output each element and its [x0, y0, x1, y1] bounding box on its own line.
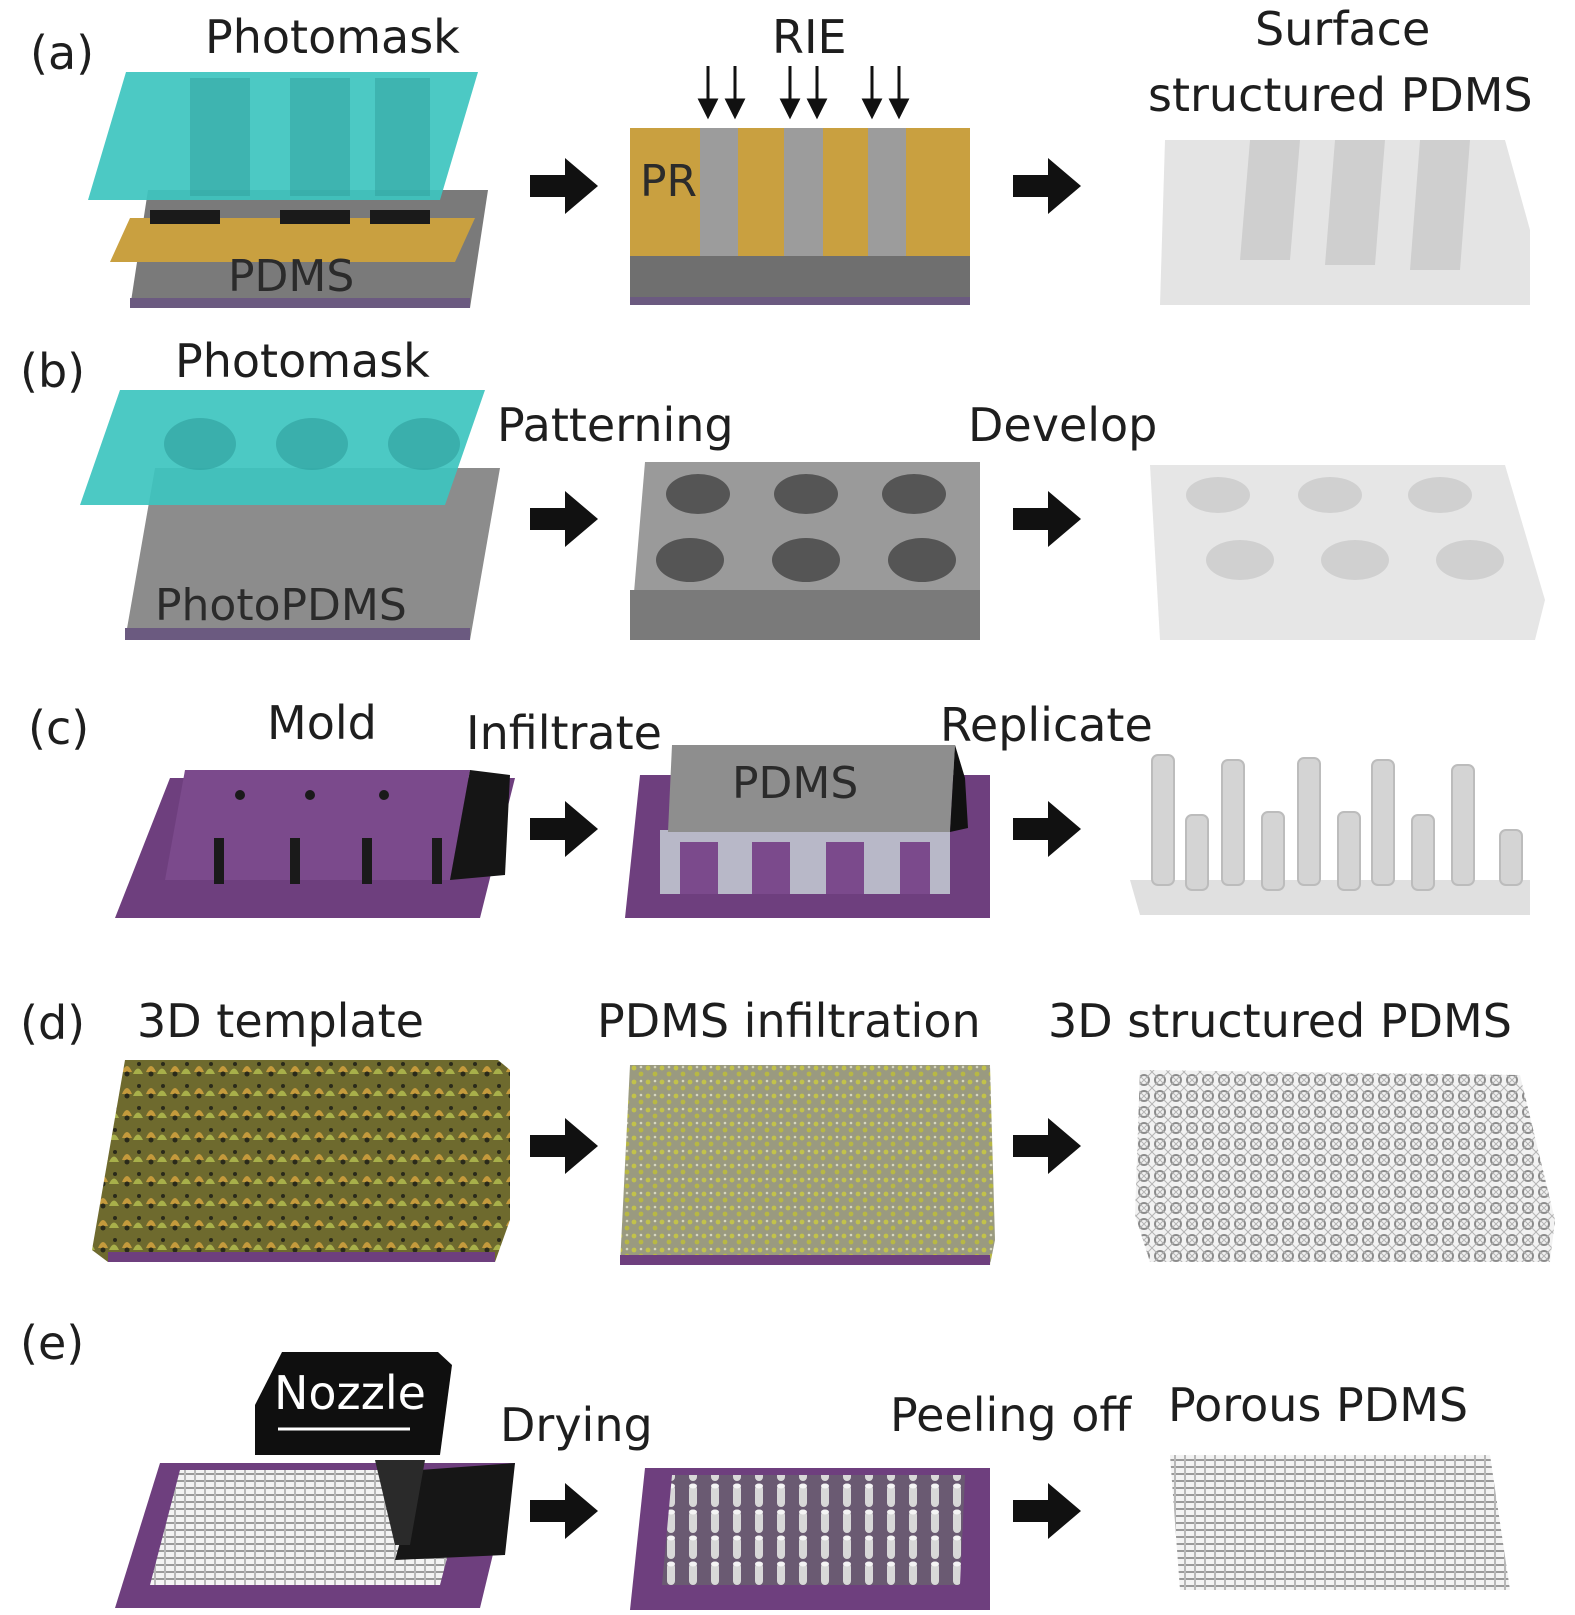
label-nozzle: Nozzle — [274, 1366, 426, 1420]
photopdms-layer — [125, 468, 500, 640]
hole-b4 — [1206, 540, 1274, 580]
infiltration-substrate — [620, 1255, 990, 1265]
pdms-infiltration-block — [620, 1065, 995, 1265]
label-mold: Mold — [267, 696, 377, 750]
label-3d-structured-pdms: 3D structured PDMS — [1048, 994, 1512, 1048]
infiltrate-side-shadow — [950, 745, 968, 832]
label-drying: Drying — [500, 1398, 653, 1452]
panel-letter-d: (d) — [20, 996, 86, 1050]
arrow-a1 — [530, 158, 598, 214]
hole-b5 — [1321, 540, 1389, 580]
template-3d — [92, 1060, 510, 1262]
mask-dot-b3 — [388, 418, 460, 470]
mask-stripe-a1 — [190, 78, 250, 196]
exposed-dot-5 — [772, 538, 840, 582]
structured-lattice — [1135, 1070, 1555, 1262]
panel-letter-e: (e) — [20, 1316, 85, 1370]
pr-stripe-3 — [823, 128, 868, 256]
arrow-e2 — [1013, 1483, 1081, 1539]
label-3d-template: 3D template — [137, 994, 424, 1048]
label-patterning: Patterning — [497, 398, 734, 452]
mask-stripe-a3 — [375, 78, 430, 196]
patterned-block-front — [630, 590, 980, 640]
panel-letter-a: (a) — [30, 26, 95, 80]
label-photopdms: PhotoPDMS — [155, 580, 407, 631]
rie-base — [630, 255, 970, 305]
label-structured-pdms: structured PDMS — [1148, 68, 1533, 122]
label-surface: Surface — [1255, 2, 1431, 56]
mold-holes — [214, 790, 442, 884]
label-replicate: Replicate — [940, 698, 1153, 752]
arrow-d1 — [530, 1118, 598, 1174]
mold-side-shadow — [450, 770, 510, 880]
label-pdms-c: PDMS — [732, 758, 859, 809]
arrow-a2 — [1013, 158, 1081, 214]
label-infiltrate: Infiltrate — [466, 706, 662, 760]
mold-body — [165, 770, 470, 880]
label-pr: PR — [640, 156, 698, 207]
label-photomask-b: Photomask — [175, 334, 430, 388]
exposed-dot-2 — [774, 474, 838, 514]
groove-a2 — [1325, 140, 1385, 265]
infiltrate-pdms-block — [668, 745, 955, 832]
infiltrate-mold-segments — [680, 842, 930, 894]
dried-pillars — [662, 1475, 965, 1585]
arrow-e1 — [530, 1483, 598, 1539]
arrow-c1 — [530, 801, 598, 857]
rie-substrate — [630, 297, 970, 305]
hole-b6 — [1436, 540, 1504, 580]
label-rie: RIE — [772, 10, 847, 64]
mask-dot-b1 — [164, 418, 236, 470]
label-pdms-infiltration: PDMS infiltration — [597, 994, 981, 1048]
mask-stripe-a2 — [290, 78, 350, 196]
groove-a3 — [1410, 140, 1470, 270]
photoresist-layer-a — [110, 218, 475, 262]
printing-shadow — [395, 1463, 515, 1560]
panel-letter-c: (c) — [28, 701, 90, 755]
substrate-strip-b — [125, 628, 470, 640]
label-peeling-off: Peeling off — [890, 1388, 1132, 1442]
replica-pillars — [1151, 754, 1523, 891]
pr-stripe-2 — [738, 128, 784, 256]
label-photomask-a: Photomask — [205, 10, 460, 64]
panel-letter-b: (b) — [20, 344, 86, 398]
arrow-b2 — [1013, 491, 1081, 547]
groove-a1 — [1240, 140, 1300, 260]
pr-stripe-4 — [906, 128, 970, 256]
rie-arrows — [697, 66, 910, 120]
arrow-d2 — [1013, 1118, 1081, 1174]
exposed-dot-6 — [888, 538, 956, 582]
template-substrate — [108, 1252, 495, 1262]
hole-b1 — [1186, 477, 1250, 513]
resist-gap-a2 — [280, 210, 350, 224]
resist-gap-a1 — [150, 210, 220, 224]
hole-b2 — [1298, 477, 1362, 513]
exposed-dot-4 — [656, 538, 724, 582]
exposed-dot-3 — [882, 474, 946, 514]
substrate-strip-a — [130, 298, 470, 308]
hole-b3 — [1408, 477, 1472, 513]
pr-stripe-1 — [630, 128, 700, 256]
label-develop: Develop — [968, 398, 1158, 452]
nozzle-tip — [375, 1460, 425, 1545]
label-pdms-a: PDMS — [228, 251, 355, 302]
label-porous-pdms: Porous PDMS — [1168, 1378, 1469, 1432]
mask-dot-b2 — [276, 418, 348, 470]
resist-gap-a3 — [370, 210, 430, 224]
porous-pdms — [1170, 1455, 1510, 1590]
arrow-b1 — [530, 491, 598, 547]
arrow-c2 — [1013, 801, 1081, 857]
exposed-dot-1 — [666, 474, 730, 514]
